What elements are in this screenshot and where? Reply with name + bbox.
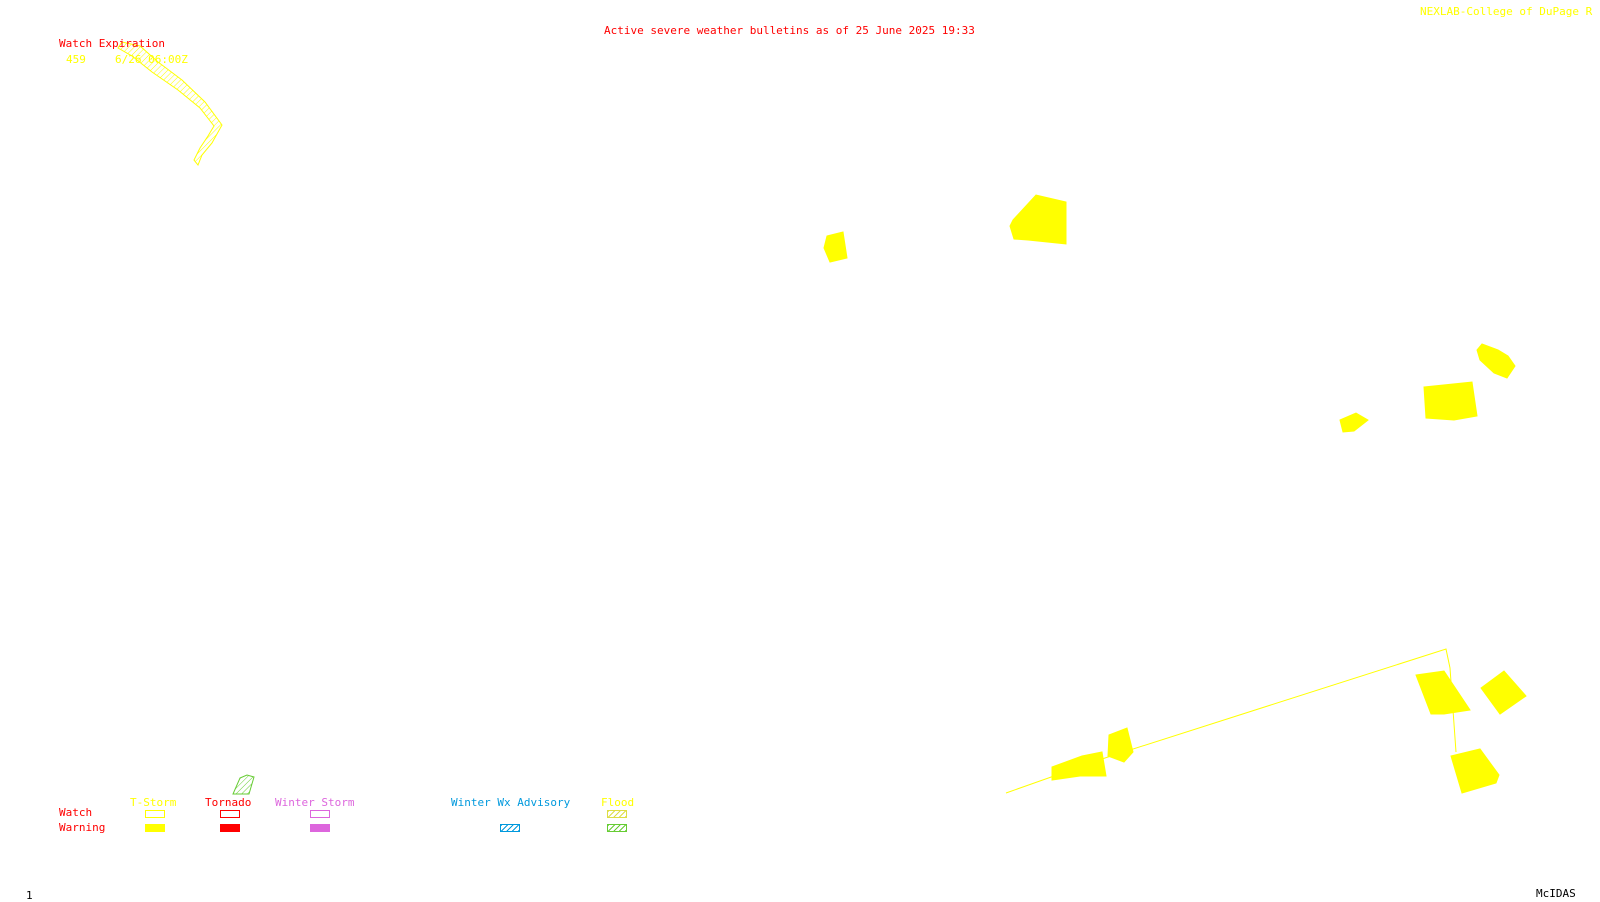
legend-col-winter-advisory: Winter Wx Advisory: [451, 796, 571, 809]
watch-expiration-label: Watch Expiration: [59, 37, 165, 50]
tstorm-warning-polygons: [823, 194, 1527, 794]
legend-row-watch: Watch: [59, 806, 93, 819]
legend-col-tstorm: T-Storm: [130, 796, 177, 809]
software-label: McIDAS: [1536, 887, 1576, 900]
source-credit: NEXLAB-College of DuPage R: [1420, 5, 1593, 18]
watch-number: 459: [66, 53, 86, 66]
flood-watch-strip: [117, 41, 223, 166]
watch-expires: 6/26 06:00Z: [115, 53, 188, 66]
swatch-winter-storm-watch: [310, 810, 330, 818]
swatch-tornado-warning: [220, 824, 240, 832]
swatch-tornado-watch: [220, 810, 240, 818]
frame-number: 1: [26, 889, 33, 902]
legend-row-warning: Warning: [59, 821, 106, 834]
squall-line: [1005, 648, 1457, 794]
legend-col-winter-storm: Winter Storm: [275, 796, 355, 809]
bulletin-title: Active severe weather bulletins as of 25…: [604, 24, 975, 37]
swatch-winter-storm-warning: [310, 824, 330, 832]
flood-warning-polygon: [232, 774, 255, 795]
swatch-tstorm-warning: [145, 824, 165, 832]
swatch-tstorm-watch: [145, 810, 165, 818]
legend-col-flood: Flood: [601, 796, 635, 809]
swatch-flood-watch: [607, 810, 627, 818]
legend-col-tornado: Tornado: [205, 796, 252, 809]
swatch-winter-advisory-warning: [500, 824, 520, 832]
swatch-flood-warning: [607, 824, 627, 832]
